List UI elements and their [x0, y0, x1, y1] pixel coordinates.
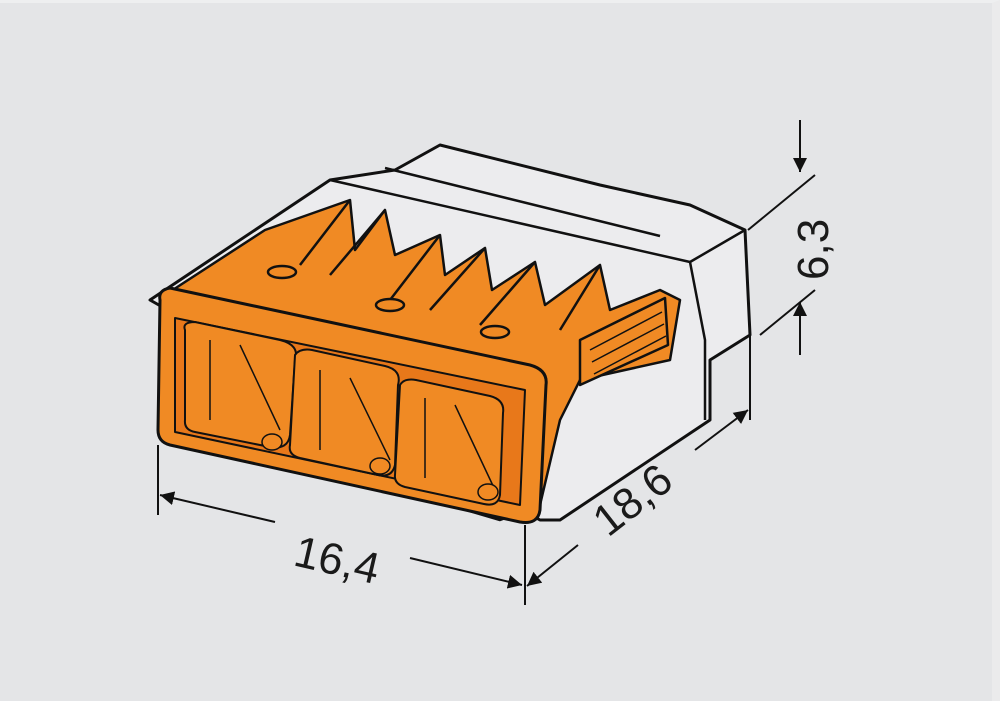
dimension-lines — [157, 120, 816, 605]
dimension-width-label: 16,4 — [290, 527, 384, 594]
front-face — [156, 286, 548, 524]
dimension-height-label: 6,3 — [789, 219, 838, 280]
port-2 — [288, 348, 400, 477]
port-3 — [393, 378, 505, 506]
